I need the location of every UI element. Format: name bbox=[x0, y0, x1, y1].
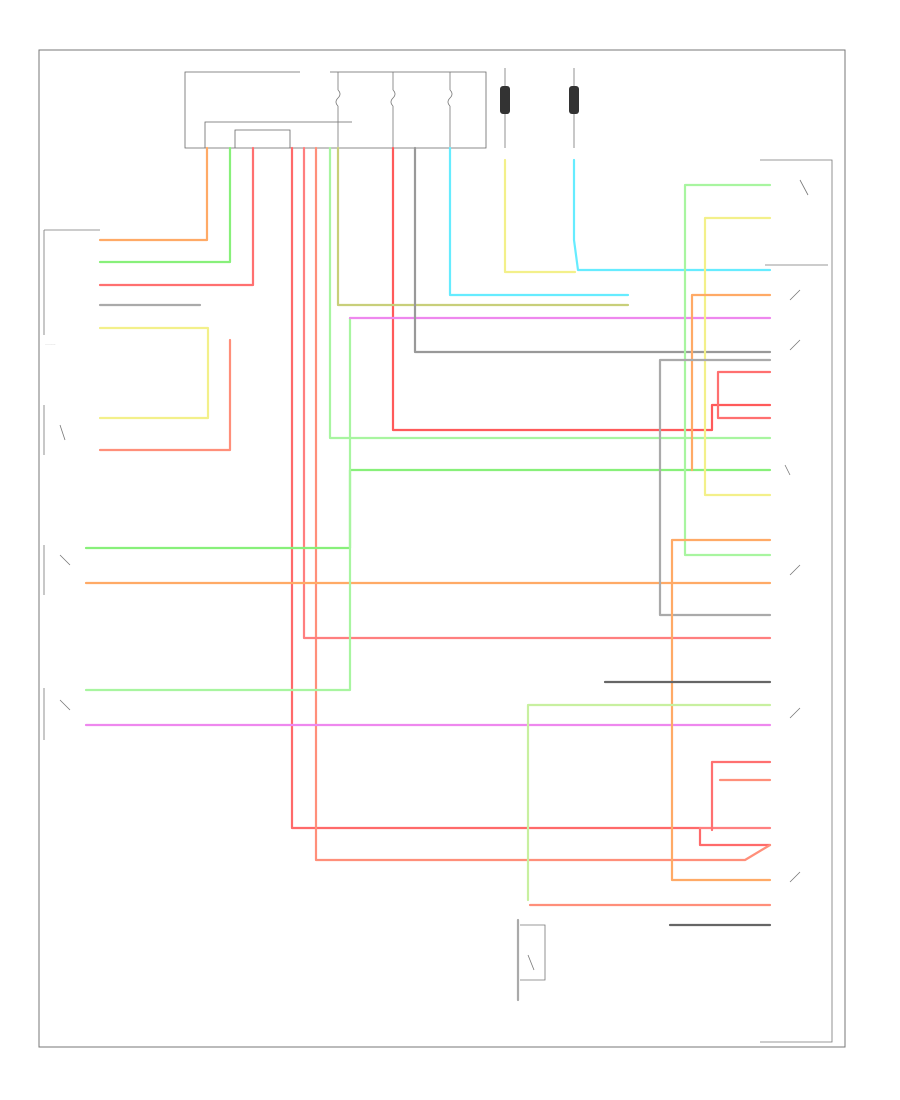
wire-salmon-2 bbox=[302, 146, 772, 640]
ground-symbol bbox=[520, 924, 546, 981]
wire-red-main bbox=[391, 146, 772, 432]
wire-cyan-2 bbox=[572, 158, 772, 272]
wire-salmon bbox=[314, 146, 772, 862]
right-bulkhead bbox=[760, 159, 833, 1043]
wire-olive bbox=[336, 146, 630, 307]
wire-green-1 bbox=[98, 146, 232, 264]
wire-yellow-2 bbox=[503, 158, 577, 274]
wire-green-5 bbox=[683, 183, 772, 557]
wire-green-4 bbox=[328, 146, 772, 440]
wire-gray-3 bbox=[658, 358, 772, 617]
wire-cyan bbox=[448, 146, 630, 297]
right-switch bbox=[784, 179, 809, 883]
fuse-box bbox=[184, 71, 487, 149]
wire-green-6 bbox=[526, 703, 772, 902]
fuse-3 bbox=[447, 72, 453, 148]
wire-red-3 bbox=[98, 146, 255, 287]
svg-text:···········: ··········· bbox=[45, 342, 56, 346]
fusible-link-2 bbox=[569, 68, 579, 148]
wire-salmon-4 bbox=[98, 338, 232, 452]
wire-orange-1 bbox=[98, 146, 209, 242]
wire-orange-4 bbox=[670, 538, 772, 882]
wire-green-3 bbox=[84, 316, 352, 692]
right-turn-lamp bbox=[43, 688, 71, 740]
wire-red-4 bbox=[716, 370, 772, 420]
wire-orange-3 bbox=[690, 293, 772, 472]
wire-green-2 bbox=[84, 468, 772, 550]
left-turn-lamp bbox=[43, 545, 71, 595]
wire-red-2 bbox=[290, 146, 772, 847]
diagram-frame bbox=[38, 49, 846, 1048]
fusible-link-1 bbox=[500, 68, 510, 148]
fuse-2 bbox=[390, 72, 396, 148]
fuse-1 bbox=[335, 72, 341, 148]
left-connector-block: ··········· bbox=[43, 229, 100, 346]
left-switch bbox=[43, 405, 66, 455]
wire-red-5 bbox=[710, 760, 772, 832]
wire-yellow-3 bbox=[703, 216, 772, 497]
wire-gray-2 bbox=[413, 146, 772, 354]
wire-yellow-1 bbox=[98, 326, 210, 420]
